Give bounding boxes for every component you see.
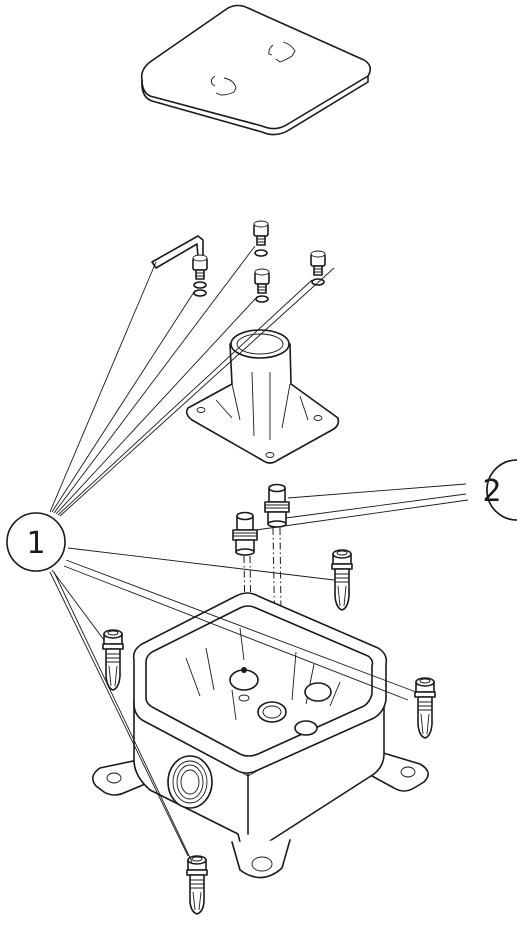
cover-plate-icon bbox=[140, 4, 372, 136]
socket-screw-icon bbox=[192, 220, 326, 303]
callout-1-label: 1 bbox=[26, 526, 45, 561]
callout-2: 2 bbox=[482, 459, 517, 521]
junction-box-icon bbox=[92, 592, 429, 879]
mounting-flange-icon bbox=[185, 329, 340, 464]
callout-1: 1 bbox=[6, 512, 66, 572]
anchor-bolt-icon bbox=[102, 549, 436, 915]
callout-1-leaders bbox=[49, 245, 417, 863]
callout-2-leaders bbox=[255, 483, 469, 531]
connector-nipple-icon bbox=[232, 483, 290, 556]
callout-2-label: 2 bbox=[482, 474, 501, 509]
